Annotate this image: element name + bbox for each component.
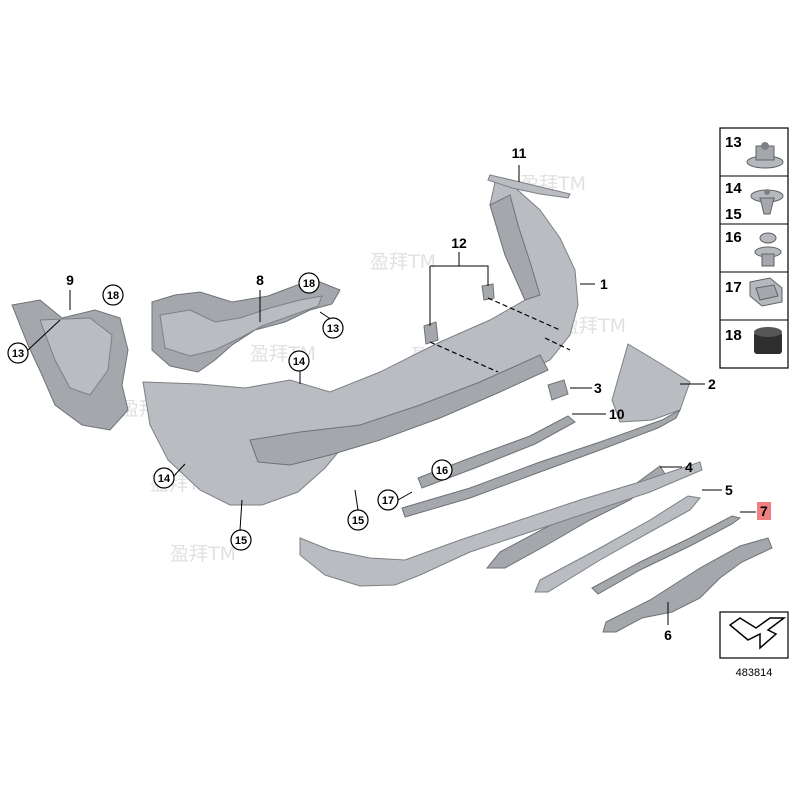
part-8-mounting-bracket [151, 281, 341, 373]
label-12: 12 [451, 235, 467, 251]
legend-number: 13 [725, 134, 742, 151]
callout-14: 14 [153, 467, 175, 489]
flange-nut-icon [746, 142, 784, 169]
legend-number: 16 [725, 229, 742, 246]
rubber-buffer-icon [754, 327, 782, 354]
label-9: 9 [66, 272, 74, 288]
watermark: 盈拜TM [560, 315, 626, 337]
callout-15: 15 [230, 529, 252, 551]
arrow-icon [728, 617, 787, 650]
label-4: 4 [685, 459, 693, 475]
label-1: 1 [600, 276, 608, 292]
part-12-brackets [423, 283, 495, 345]
part-9-left-bracket [11, 299, 129, 431]
direction-arrow-box: 483814 [719, 611, 789, 679]
label-7: 7 [760, 503, 768, 519]
part-2-trim [611, 343, 691, 423]
label-6: 6 [664, 627, 672, 643]
part-10-grille-strip [417, 415, 576, 489]
label-8: 8 [256, 272, 264, 288]
label-5: 5 [725, 482, 733, 498]
part-7-strip [591, 515, 742, 595]
lower-bumper-section [299, 461, 703, 587]
expanding-rivet-icon [754, 232, 782, 267]
callout-18: 18 [102, 284, 124, 306]
svg-text:15: 15 [352, 515, 364, 527]
svg-text:14: 14 [158, 473, 171, 485]
watermark: 盈拜TM [170, 543, 236, 565]
svg-text:16: 16 [436, 465, 448, 477]
push-clip-icon [750, 189, 784, 215]
callout-15: 15 [347, 509, 369, 531]
part-1-bumper-cover [142, 181, 579, 506]
watermark: 盈拜TM [370, 251, 436, 273]
legend-number: 17 [725, 279, 742, 296]
svg-text:13: 13 [12, 348, 24, 360]
part-3-cover [547, 379, 569, 401]
legend-number: 14 [725, 180, 742, 197]
diagram-code: 483814 [736, 667, 773, 679]
svg-text:13: 13 [327, 323, 339, 335]
label-2: 2 [708, 376, 716, 392]
svg-text:15: 15 [235, 535, 247, 547]
svg-text:18: 18 [303, 278, 315, 290]
part-16-strip [401, 408, 682, 518]
svg-text:17: 17 [382, 495, 394, 507]
highlight-7 [757, 502, 771, 520]
leader-lines [27, 165, 756, 625]
svg-text:18: 18 [107, 290, 119, 302]
callout-13: 13 [322, 317, 344, 339]
part-number-labels: 11 12 1 2 3 10 4 5 7 6 9 8 [66, 145, 771, 643]
part-5-strip [534, 495, 701, 593]
callout-16: 16 [431, 459, 453, 481]
part-11-spoiler-edge [487, 174, 571, 199]
assembly-lines [429, 297, 571, 373]
legend-number: 18 [725, 327, 742, 344]
label-3: 3 [594, 380, 602, 396]
legend-number: 15 [725, 206, 742, 223]
fastener-legend: 13 14 15 16 17 18 [719, 127, 789, 369]
part-6-guide [602, 537, 773, 633]
callout-17: 17 [377, 489, 399, 511]
svg-text:14: 14 [293, 356, 306, 368]
callout-13: 13 [7, 342, 29, 364]
circled-callouts: 18 18 13 13 14 14 16 17 [7, 272, 453, 551]
clip-nut-icon [749, 277, 783, 307]
label-11: 11 [512, 145, 527, 161]
callout-18: 18 [298, 272, 320, 294]
callout-14: 14 [288, 350, 310, 372]
label-10: 10 [609, 406, 625, 422]
